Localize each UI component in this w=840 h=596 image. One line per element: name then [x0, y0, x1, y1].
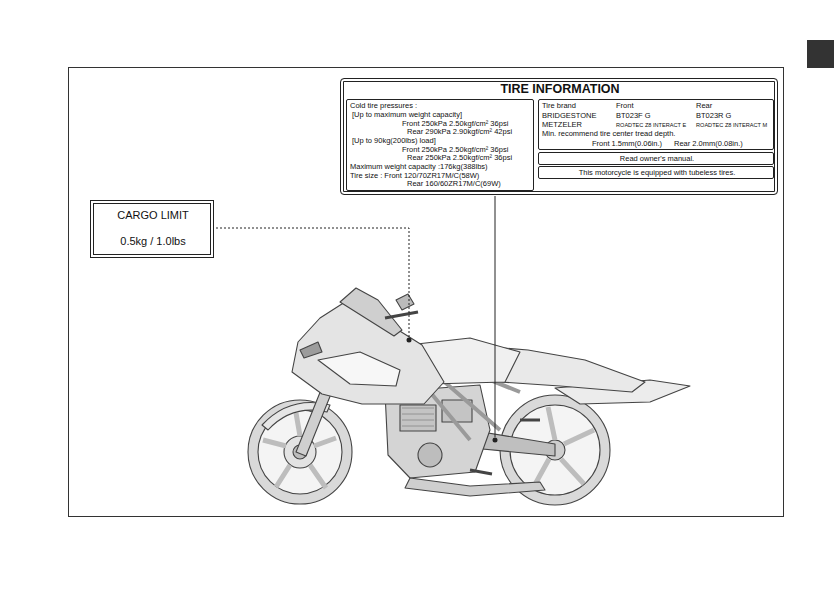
tire-info-panel: TIRE INFORMATIONCold tire pressures :[Up…: [340, 78, 778, 195]
leader-line: [216, 228, 409, 337]
label-text: Rear 160/60ZR17M/C(69W): [407, 180, 501, 188]
frame: [69, 68, 784, 517]
label-text: METZELER: [542, 121, 582, 129]
label-text: This motorcycle is equipped with tubeles…: [579, 169, 736, 177]
label-text: Read owner's manual.: [620, 155, 694, 163]
label-text: BT023F G: [616, 112, 651, 120]
label-text: Rear 2.0mm(0.08in.): [674, 140, 743, 148]
label-text: Tire brand: [542, 102, 576, 110]
label-text: Front 1.5mm(0.06in.): [592, 140, 662, 148]
label-text: Front 250kPa 2.50kgf/cm² 36psi: [402, 120, 508, 128]
motorcycle: [248, 288, 690, 505]
panel-heading: TIRE INFORMATION: [500, 83, 619, 97]
label-text: Maximum weight capacity :176kg(388lbs): [350, 163, 488, 171]
label-heading: CARGO LIMIT: [117, 209, 189, 221]
label-text: 0.5kg / 1.0lbs: [120, 235, 185, 247]
tire-brand-box: Tire brand Front RearBRIDGESTONE BT023F G BT…: [538, 99, 774, 150]
label-text: Cold tire pressures :: [350, 102, 417, 110]
label-text: Rear 250kPa 2.50kgf/cm² 36psi: [407, 154, 512, 162]
label-text: [Up to maximum weight capacity]: [352, 111, 462, 119]
pressure-box: Cold tire pressures :[Up to maximum weig…: [346, 99, 534, 191]
label-text: ROADTEC Z8 INTERACT E: [616, 122, 686, 128]
leader-dot: [407, 338, 412, 343]
label-text: Front: [616, 102, 634, 110]
label-text: ROADTEC Z8 INTERACT M: [696, 122, 767, 128]
cargo-limit-label: CARGO LIMIT 0.5kg / 1.0lbs: [90, 200, 214, 258]
label-text: Rear: [696, 102, 712, 110]
leader-line: [495, 196, 496, 437]
label-text: Rear 290kPa 2.90kgf/cm² 42psi: [407, 128, 512, 136]
label-text: BT023R G: [696, 112, 731, 120]
section-tab: [807, 40, 834, 68]
label-text: BRIDGESTONE: [542, 112, 596, 120]
label-text: [Up to 90kg(200lbs) load]: [352, 137, 436, 145]
manual-note-box: Read owner's manual.: [538, 152, 774, 165]
label-text: Tire size : Front 120/70ZR17M/C(58W): [350, 172, 479, 180]
label-text: Min. recommend tire center tread depth.: [542, 130, 675, 138]
tubeless-note-box: This motorcycle is equipped with tubeles…: [538, 166, 774, 179]
label-text: Front 250kPa 2.50kgf/cm² 36psi: [402, 146, 508, 154]
leader-dot: [493, 438, 498, 443]
